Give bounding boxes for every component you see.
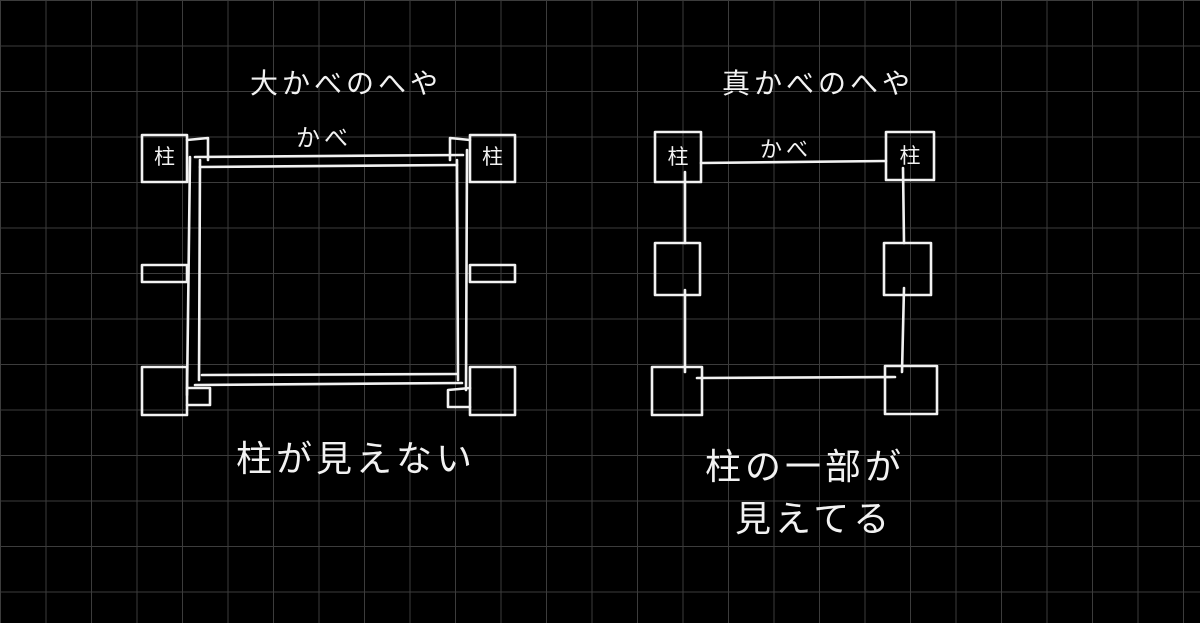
left-room-stub-bl (185, 386, 212, 407)
right-room (650, 130, 939, 417)
right-room-caption-line2: 見えてる (735, 499, 894, 540)
left-room (140, 133, 517, 417)
left-room-wall-top-outer (193, 153, 465, 159)
left-room-wall-right-outer (464, 148, 469, 392)
right-room-pillar-top-right (884, 130, 936, 182)
left-room-pillar-mid-left (140, 263, 189, 284)
left-room-pillar-label-right: 柱 (482, 145, 503, 169)
right-room-wall-top (699, 159, 888, 165)
left-room-pillar-top-left (140, 133, 189, 184)
right-room-pillar-top-left (653, 130, 703, 184)
right-room-title: 真かべのへや (722, 67, 915, 100)
right-room-pillar-mid-left (653, 241, 702, 297)
right-room-pillar-mid-right (882, 241, 933, 297)
left-room-wall-bottom-inner (200, 372, 459, 377)
right-room-pillar-bottom-left (650, 365, 704, 417)
left-room-wall-top-inner (198, 163, 459, 169)
left-room-pillar-bottom-right (468, 365, 517, 417)
right-room-pillar-bottom-right (883, 364, 939, 416)
left-room-wall-bottom-outer (193, 381, 464, 387)
left-room-stub-tr (448, 136, 472, 162)
right-room-wall-right-upper (901, 166, 906, 245)
left-room-caption: 柱が見えない (236, 439, 477, 480)
left-room-stub-br (446, 386, 472, 409)
left-room-pillar-label-left: 柱 (154, 145, 175, 169)
left-room-pillar-bottom-left (140, 365, 189, 417)
left-room-wall-label: かべ (296, 124, 352, 152)
right-room-wall-label: かべ (760, 138, 813, 163)
left-room-title: 大かべのへや (250, 67, 443, 100)
right-room-wall-bottom (695, 375, 897, 380)
left-room-pillar-mid-right (468, 263, 517, 284)
right-room-wall-right-lower (900, 286, 906, 374)
right-room-caption-line1: 柱の一部が (705, 447, 906, 488)
right-room-pillar-label-right: 柱 (899, 144, 921, 168)
left-room-wall-right-inner (455, 158, 460, 382)
left-room-stub-tl (185, 136, 210, 162)
left-room-pillar-top-right (468, 133, 517, 184)
left-room-wall-left-outer (185, 155, 192, 397)
right-room-pillar-label-left: 柱 (667, 145, 689, 169)
left-room-wall-left-inner (197, 158, 202, 382)
